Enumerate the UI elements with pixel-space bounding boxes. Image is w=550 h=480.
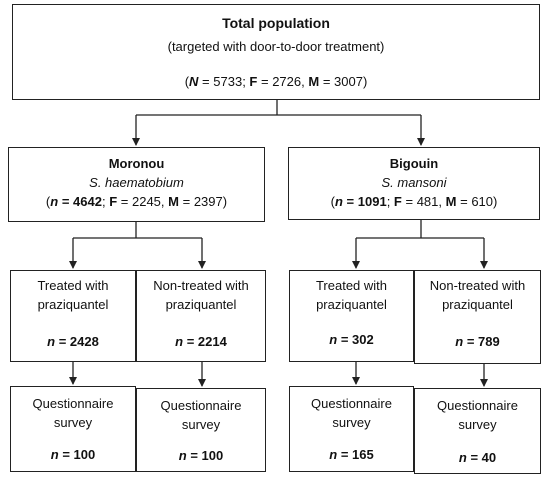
bigouin-treated-box: Treated with praziquantel n = 302 [289,270,414,362]
count-label: n = 2428 [47,334,99,349]
box-line-1: Non-treated with [153,278,249,293]
n-value: 302 [352,332,374,347]
box-line-2: praziquantel [316,297,387,312]
stat-f-value: 481 [416,194,439,209]
n-value: 165 [352,447,374,462]
n-label: n [50,447,59,462]
total-population-subtitle: (targeted with door-to-door treatment) [167,39,385,54]
n-label: n [47,334,56,349]
n-label: n [178,448,187,463]
moronou-species: S. haematobium [89,175,184,190]
stat-f-value: 2245 [131,194,161,209]
bigouin-nontreated-box: Non-treated with praziquantel n = 789 [414,270,541,364]
moronou-name: Moronou [108,156,165,171]
stat-m-value: 3007 [334,74,363,89]
bigouin-species: S. mansoni [381,175,447,190]
n-value: 2428 [69,334,99,349]
n-label: n [455,334,464,349]
bigouin-nontreated-survey-box: Questionnaire survey n = 40 [414,388,541,474]
stat-m-label: M [308,74,320,89]
stat-n-value: 4642 [73,194,102,209]
box-line-1: Non-treated with [429,278,526,293]
count-label: n = 789 [455,334,500,349]
box-line-2: survey [332,415,371,430]
bigouin-name: Bigouin [389,156,439,171]
n-label: n [458,450,467,465]
box-line-2: praziquantel [37,297,109,312]
n-label: n [175,334,184,349]
bigouin-box: Bigouin S. mansoni (n = 1091; F = 481, M… [288,147,540,220]
stat-n-value: 5733 [213,74,243,89]
n-value: 2214 [197,334,227,349]
moronou-treated-box: Treated with praziquantel n = 2428 [10,270,136,362]
count-label: n = 165 [329,447,374,462]
stat-n-label: n [50,194,59,209]
box-line-1: Treated with [37,278,109,293]
moronou-treated-survey-box: Questionnaire survey n = 100 [10,386,136,472]
n-value: 40 [481,450,497,465]
count-label: n = 302 [329,332,374,347]
n-value: 789 [478,334,500,349]
n-label: n [329,447,338,462]
total-population-box: Total population (targeted with door-to-… [12,4,540,100]
stat-m-label: M [445,194,457,209]
box-line-1: Questionnaire [32,396,114,411]
box-line-1: Questionnaire [311,396,392,411]
stat-n-label: N [189,74,199,89]
box-line-1: Questionnaire [437,398,518,413]
moronou-stats: (n = 4642; F = 2245, M = 2397) [45,194,228,209]
n-label: n [329,332,338,347]
n-value: 100 [201,448,224,463]
box-line-2: survey [181,417,221,432]
count-label: n = 40 [458,450,497,465]
stat-m-value: 610 [471,194,494,209]
bigouin-stats: (n = 1091; F = 481, M = 610) [330,194,498,209]
total-population-stats: (N = 5733; F = 2726, M = 3007) [184,74,368,89]
count-label: n = 100 [50,447,96,462]
bigouin-treated-survey-box: Questionnaire survey n = 165 [289,386,414,472]
stat-f-label: F [393,194,402,209]
stat-f-value: 2726 [272,74,302,89]
count-label: n = 100 [178,448,224,463]
stat-m-value: 2397 [193,194,223,209]
n-value: 100 [73,447,96,462]
total-population-title: Total population [222,15,330,31]
box-line-2: survey [53,415,93,430]
box-line-1: Treated with [315,278,388,293]
box-line-2: praziquantel [442,297,513,312]
stat-n-label: n [334,194,343,209]
stat-n-value: 1091 [357,194,387,209]
box-line-2: survey [458,417,497,432]
stat-m-label: M [168,194,179,209]
moronou-nontreated-survey-box: Questionnaire survey n = 100 [136,388,266,472]
box-line-1: Questionnaire [160,398,242,413]
moronou-nontreated-box: Non-treated with praziquantel n = 2214 [136,270,266,362]
stat-f-label: F [249,74,258,89]
box-line-2: praziquantel [165,297,237,312]
moronou-box: Moronou S. haematobium (n = 4642; F = 22… [8,147,265,222]
stat-f-label: F [109,194,118,209]
count-label: n = 2214 [175,334,227,349]
